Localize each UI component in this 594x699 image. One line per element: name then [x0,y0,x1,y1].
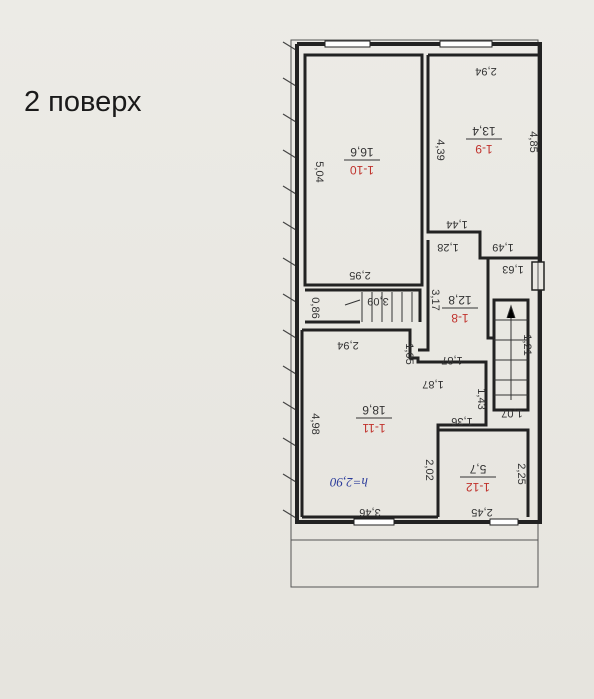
room-12-number: 1-12 [466,480,490,494]
floor-caption: 2 поверх [24,86,142,118]
window-bottom-right [489,518,519,526]
room-11-area: 18,6 [362,403,386,417]
dimension-labels: 2,94 5,04 4,39 4,85 1,44 1,28 1,49 2,95 … [309,65,539,518]
dim-105: 1,05 [403,343,415,364]
dim-room11-bottom: 3,46 [359,506,380,518]
room-8-number: 1-8 [451,311,469,325]
dim-hall-length: 3,17 [429,289,441,310]
room-10-number: 1-10 [350,163,374,177]
room-11-number: 1-11 [362,421,385,435]
dim-144: 1,44 [446,218,467,230]
stairs-upper [344,292,413,322]
dim-stair-width: 0,86 [309,297,321,318]
room-label-9: 1-9 13,4 [466,124,502,156]
dim-room11-top: 2,94 [337,339,358,351]
dim-143: 1,43 [475,388,487,409]
dim-stair-length: 3,09 [367,295,388,307]
room-label-10: 1-10 16,6 [344,145,380,177]
dim-room12-left: 2,02 [423,459,435,480]
stairs-right [494,304,528,400]
room-12-area: 5,7 [469,462,486,476]
dim-149: 1,49 [492,241,513,253]
plot-boundary [290,39,539,588]
room-label-8: 1-8 12,8 [442,293,478,325]
dim-room9-left: 4,39 [434,139,446,160]
dim-room9-right: 4,85 [527,131,539,152]
dim-room10-length: 5,04 [313,161,325,182]
room-label-11: 1-11 18,6 [356,403,392,435]
ceiling-height: h=2,90 [330,475,369,490]
dim-187-upper: 1,87 [441,354,462,366]
dim-room12-right: 2,25 [515,463,527,484]
wall-hatching [282,41,297,519]
wall-niche [531,261,545,291]
room-8-area: 12,8 [448,293,472,307]
dim-room9-width: 2,94 [475,65,496,77]
dim-room12-bottom: 2,45 [471,506,492,518]
room-label-12: 1-12 5,7 [460,462,496,494]
dim-107: 1,07 [501,407,522,419]
window-top-left [324,40,371,48]
room-9-number: 1-9 [475,142,493,156]
dim-128: 1,28 [437,241,458,253]
room-9-area: 13,4 [472,124,496,138]
dim-room10-width: 2,95 [349,269,370,281]
dim-121: 1,21 [521,334,533,355]
dim-187-lower: 1,87 [422,378,443,390]
dim-163: 1,63 [502,263,523,275]
dim-136: 1,36 [451,415,472,427]
window-bottom-left [353,518,395,526]
exterior-walls [295,42,542,524]
room-10-area: 16,6 [350,145,374,159]
interior-walls [300,53,540,519]
dim-room11-length: 4,98 [309,413,321,434]
window-top-right [439,40,493,48]
